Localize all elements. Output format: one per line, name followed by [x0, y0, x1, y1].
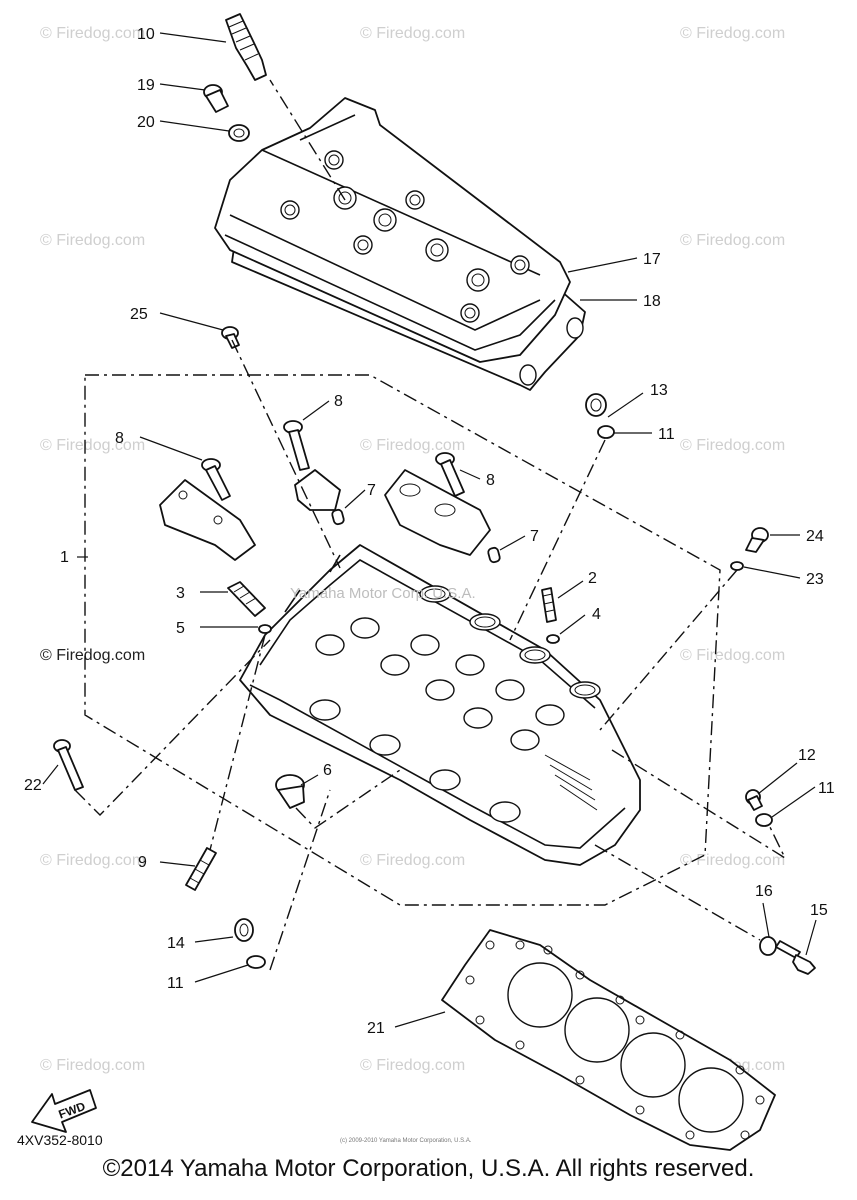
callout-20: 20: [137, 114, 155, 131]
callout-6: 6: [323, 762, 332, 779]
callout-7: 7: [530, 528, 539, 545]
long-stud: [185, 847, 217, 891]
watermark: © Firedog.com: [680, 852, 785, 869]
diagram-code: 4XV352-8010: [17, 1132, 103, 1148]
watermark: © Firedog.com: [360, 852, 465, 869]
drain-bolt: [775, 940, 816, 975]
callout-5: 5: [176, 620, 185, 637]
watermark: © Firedog.com: [40, 25, 145, 42]
o-ring-right: [546, 634, 560, 644]
fwd-arrow-icon: FWD: [31, 1089, 97, 1133]
oil-bolt: [745, 789, 763, 811]
watermark: © Firedog.com: [360, 25, 465, 42]
callout-25: 25: [130, 306, 148, 323]
cylinder-head-gasket: [441, 929, 776, 1151]
callout-labels: 10 19 20 17 18 25 8 8 8 7 7 13 11 24 23 …: [24, 26, 835, 1037]
collar-bottom: [234, 918, 254, 942]
callout-23: 23: [806, 571, 824, 588]
cap-bolt-a: [201, 458, 231, 501]
cylinder-head: [239, 544, 641, 866]
watermark: © Firedog.com: [40, 232, 145, 249]
callout-13: 13: [650, 382, 668, 399]
cap-bolt-c: [435, 452, 465, 497]
camshaft-cap-middle: [294, 469, 341, 511]
callout-24: 24: [806, 528, 824, 545]
copper-washer: [730, 561, 744, 571]
callout-10: 10: [137, 26, 155, 43]
washer: [597, 425, 615, 439]
callout-19: 19: [137, 77, 155, 94]
watermark: © Firedog.com: [360, 437, 465, 454]
watermark: © Firedog.com: [680, 647, 785, 664]
center-watermark: Yamaha Motor Corp. U.S.A.: [290, 585, 476, 602]
watermark: © Firedog.com: [360, 1057, 465, 1074]
camshaft-cap-left: [159, 479, 256, 561]
watermark: © Firedog.com: [680, 25, 785, 42]
stud-bolt-right: [541, 587, 557, 623]
callout-22: 22: [24, 777, 42, 794]
callout-8: 8: [486, 472, 495, 489]
callout-11: 11: [658, 426, 675, 443]
callout-8: 8: [334, 393, 343, 410]
assembly-boundary: [84, 374, 721, 906]
flange-bolt: [275, 774, 305, 809]
head-bolt: [53, 739, 84, 791]
callout-18: 18: [643, 293, 661, 310]
callout-14: 14: [167, 935, 185, 952]
callout-9: 9: [138, 854, 147, 871]
cover-washer: [228, 124, 250, 142]
copyright-footer: ©2014 Yamaha Motor Corporation, U.S.A. A…: [102, 1155, 755, 1182]
watermark: © Firedog.com: [680, 437, 785, 454]
leader-lines: [42, 32, 817, 1028]
camshaft-cap-right: [384, 469, 491, 556]
callout-1: 1: [60, 549, 69, 566]
callout-17: 17: [643, 251, 661, 268]
gasket-washer: [759, 936, 777, 956]
cylinder-head-cover: [214, 97, 586, 391]
watermark: © Firedog.com: [680, 232, 785, 249]
callout-2: 2: [588, 570, 597, 587]
callout-8: 8: [115, 430, 124, 447]
cover-bolt: [203, 84, 229, 113]
watermarks: © Firedog.com © Firedog.com © Firedog.co…: [40, 25, 785, 1074]
o-ring: [258, 624, 272, 634]
small-copyright: (c) 2009-2010 Yamaha Motor Corporation, …: [340, 1138, 472, 1144]
callout-3: 3: [176, 585, 185, 602]
callout-21: 21: [367, 1020, 385, 1037]
washer-right: [755, 813, 773, 827]
dowel-pin: [487, 546, 501, 564]
callout-11: 11: [818, 780, 835, 797]
blind-plug: [221, 326, 240, 349]
cap-bolt-b: [283, 420, 310, 471]
watermark: © Firedog.com: [40, 437, 145, 454]
callout-7: 7: [367, 482, 376, 499]
watermark: © Firedog.com: [40, 852, 145, 869]
spark-plug: [225, 13, 267, 81]
callout-16: 16: [755, 883, 773, 900]
washer-bottom: [246, 955, 266, 969]
watermark: © Firedog.com: [40, 1057, 145, 1074]
watermark: © Firedog.com: [40, 647, 145, 664]
callout-12: 12: [798, 747, 816, 764]
union-bolt: [745, 527, 769, 553]
callout-11: 11: [167, 975, 184, 992]
callout-4: 4: [592, 606, 601, 623]
dowel-pin: [331, 508, 345, 526]
callout-15: 15: [810, 902, 828, 919]
valve-bores: [315, 617, 565, 751]
stud-bolt: [227, 581, 266, 617]
collar: [585, 393, 607, 417]
